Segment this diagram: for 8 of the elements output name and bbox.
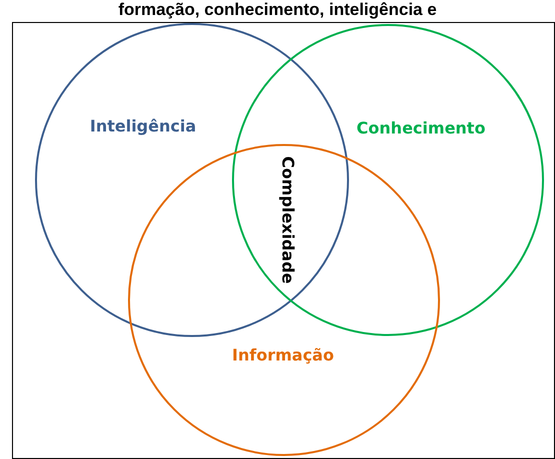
- circle-label: Inteligência: [90, 116, 196, 136]
- title: formação, conhecimento, inteligência e: [117, 0, 438, 20]
- circle-label: Informação: [232, 346, 334, 364]
- venn-circle: [128, 144, 440, 456]
- venn-circle: [35, 23, 349, 337]
- overlap-label: Complexidade: [278, 156, 298, 284]
- circle-label: Conhecimento: [356, 118, 486, 138]
- venn-circle: [232, 24, 544, 336]
